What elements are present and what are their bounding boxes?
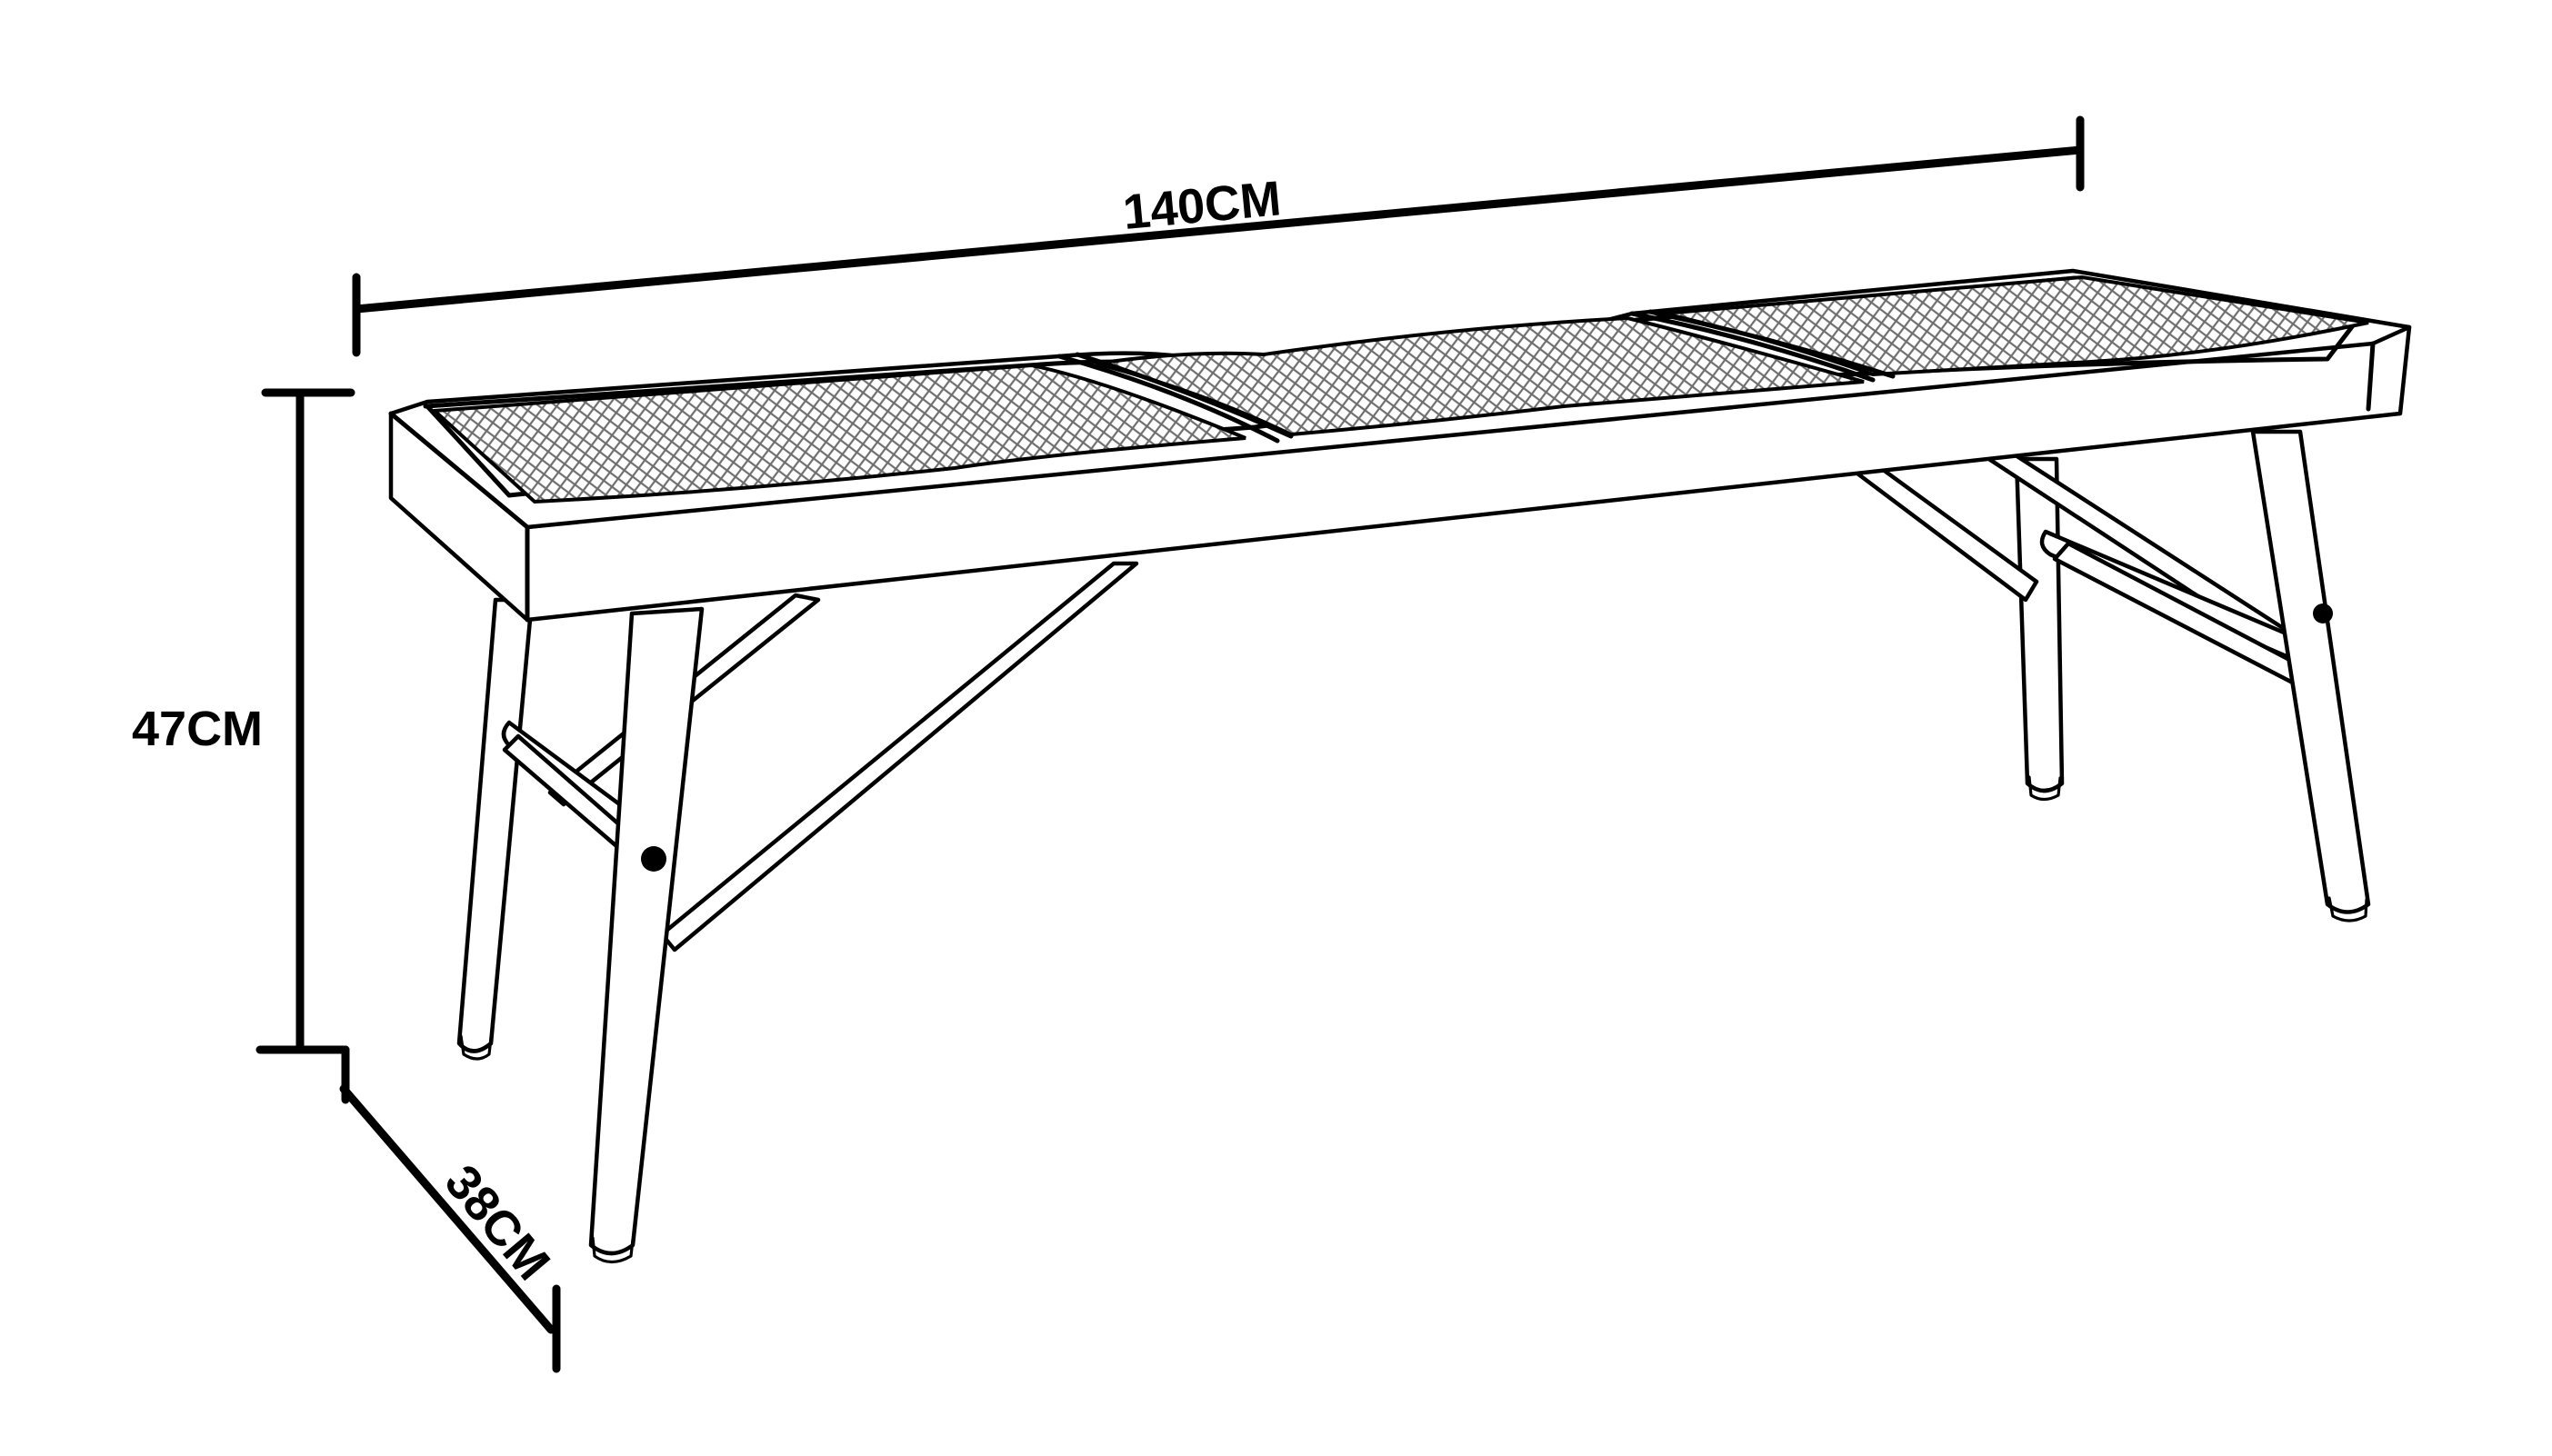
rattan-panel-left [430, 363, 1246, 504]
height-label: 47CM [132, 702, 263, 756]
left-cross-brace [501, 561, 1139, 952]
front-left-leg [588, 606, 705, 1264]
dimension-line-height: 47CM [132, 388, 355, 1054]
rattan-panel-middle [1095, 315, 1865, 437]
right-cross-brace [1847, 443, 2325, 692]
back-right-leg [2014, 456, 2065, 802]
dimension-line-length: 140CM [352, 115, 2085, 357]
front-right-leg [2250, 429, 2371, 922]
back-left-leg [456, 597, 535, 1061]
bench-seat [388, 268, 2412, 623]
bench-icon [388, 268, 2412, 1264]
dimension-line-depth: 38CM [339, 1045, 561, 1373]
